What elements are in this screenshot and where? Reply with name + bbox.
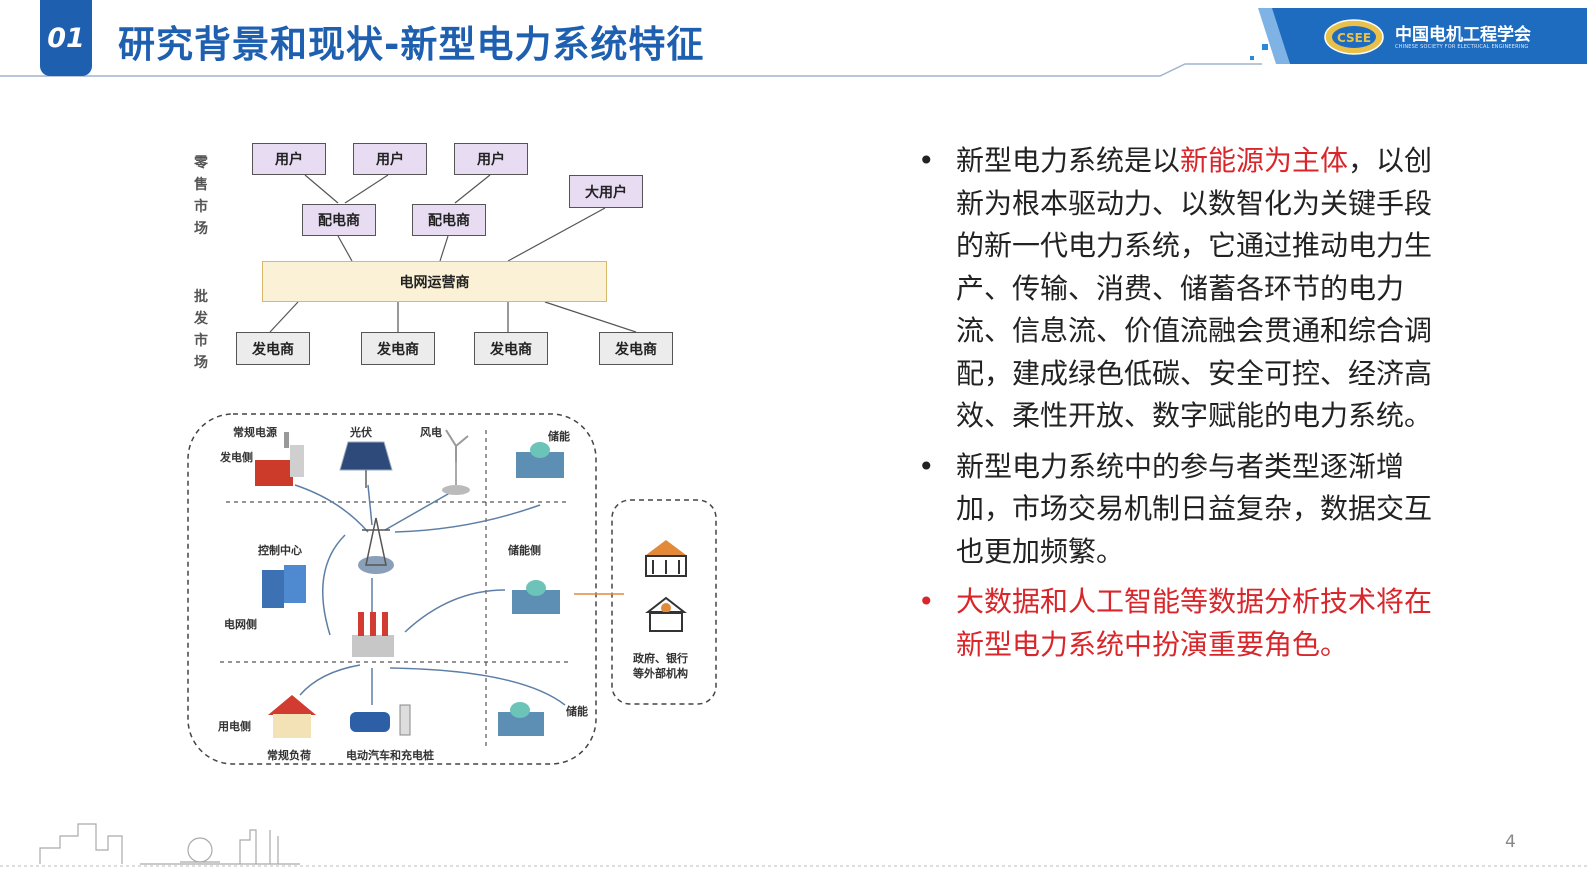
- bullet-item: • 新型电力系统是以新能源为主体，以创新为根本驱动力、以数智化为关键手段的新一代…: [912, 140, 1452, 438]
- conventional-source-label: 常规电源: [233, 426, 277, 439]
- distributor-box: 配电商: [302, 204, 376, 236]
- user-box: 用户: [353, 143, 427, 175]
- bullet-text: ，以创新为根本驱动力、以数智化为关键手段的新一代电力系统，它通过推动电力生产、传…: [956, 144, 1433, 432]
- market-connector-lines: [269, 174, 637, 333]
- org-name-english: CHINESE SOCIETY FOR ELECTRICAL ENGINEERI…: [1395, 44, 1529, 50]
- highlight-text: 新能源为主体: [1180, 144, 1349, 177]
- regular-load-label: 常规负荷: [267, 749, 311, 762]
- ev-charging-label: 电动汽车和充电桩: [346, 749, 434, 762]
- power-market-diagram: 零售市场 批发市场 用户 用户 用户 大用户 配电商 配电商 电网运营商 发电商…: [0, 0, 760, 800]
- city-skyline-icon: [39, 823, 300, 865]
- power-system-illustration: [187, 413, 717, 765]
- generator-box: 发电商: [236, 332, 310, 365]
- bullet-text: 新型电力系统中的参与者类型逐渐增加，市场交易机制日益复杂，数据交互也更加频繁。: [956, 449, 1433, 568]
- section-number-badge: 01: [40, 0, 92, 76]
- wind-label: 风电: [420, 426, 442, 439]
- government-building-icon: [645, 540, 687, 577]
- transmission-tower-icon: [358, 517, 394, 574]
- big-user-box: 大用户: [569, 175, 643, 208]
- bullet-text: 大数据和人工智能等数据分析技术将在新型电力系统中扮演重要角色。: [956, 585, 1433, 661]
- bullet-dot: •: [918, 144, 935, 177]
- substation-icon: [352, 612, 394, 657]
- footer-decoration: [0, 823, 1587, 867]
- page-title: 研究背景和现状-新型电力系统特征: [118, 23, 705, 66]
- storage-top-label: 储能: [548, 430, 570, 443]
- storage-icon: [498, 702, 544, 736]
- generator-box: 发电商: [599, 332, 673, 365]
- grid-operator-box: 电网运营商: [262, 261, 607, 302]
- pv-label: 光伏: [350, 426, 372, 439]
- distributor-box: 配电商: [412, 204, 486, 236]
- wind-turbine-icon: [442, 429, 470, 495]
- external-institutions-label: 政府、银行: [633, 652, 688, 665]
- control-center-icon: [262, 565, 306, 608]
- bullet-text: 新型电力系统是以: [956, 144, 1181, 177]
- user-box: 用户: [454, 143, 528, 175]
- page-number: 4: [1505, 832, 1516, 852]
- house-icon: [268, 695, 316, 738]
- logo-text: CSEE: [1337, 31, 1371, 45]
- consumer-side-label: 用电侧: [218, 720, 251, 733]
- bullet-list: • 新型电力系统是以新能源为主体，以创新为根本驱动力、以数智化为关键手段的新一代…: [912, 140, 1452, 674]
- generation-side-label: 发电侧: [220, 451, 253, 464]
- bank-icon: [645, 596, 687, 632]
- bullet-dot: •: [918, 449, 935, 483]
- org-name: 中国电机工程学会: [1395, 25, 1531, 45]
- storage-icon: [516, 442, 564, 478]
- bullet-dot: •: [918, 585, 935, 618]
- grid-side-label: 电网侧: [224, 618, 257, 631]
- thermal-plant-icon: [255, 432, 304, 486]
- bullet-item: • 大数据和人工智能等数据分析技术将在新型电力系统中扮演重要角色。: [912, 581, 1452, 666]
- storage-bottom-label: 储能: [566, 705, 588, 718]
- electric-car-icon: [350, 704, 411, 736]
- storage-side-label: 储能侧: [508, 544, 541, 557]
- generator-box: 发电商: [361, 332, 435, 365]
- csee-logo-icon: CSEE: [1324, 19, 1384, 55]
- storage-icon: [512, 580, 560, 614]
- control-center-label: 控制中心: [258, 544, 302, 557]
- retail-market-label: 零售市场: [194, 155, 208, 237]
- bullet-item: • 新型电力系统中的参与者类型逐渐增加，市场交易机制日益复杂，数据交互也更加频繁…: [912, 446, 1452, 574]
- external-institutions-label: 等外部机构: [633, 667, 688, 680]
- solar-panel-icon: [339, 441, 393, 488]
- user-box: 用户: [252, 143, 326, 175]
- wholesale-market-label: 批发市场: [194, 289, 208, 371]
- generator-box: 发电商: [474, 332, 548, 365]
